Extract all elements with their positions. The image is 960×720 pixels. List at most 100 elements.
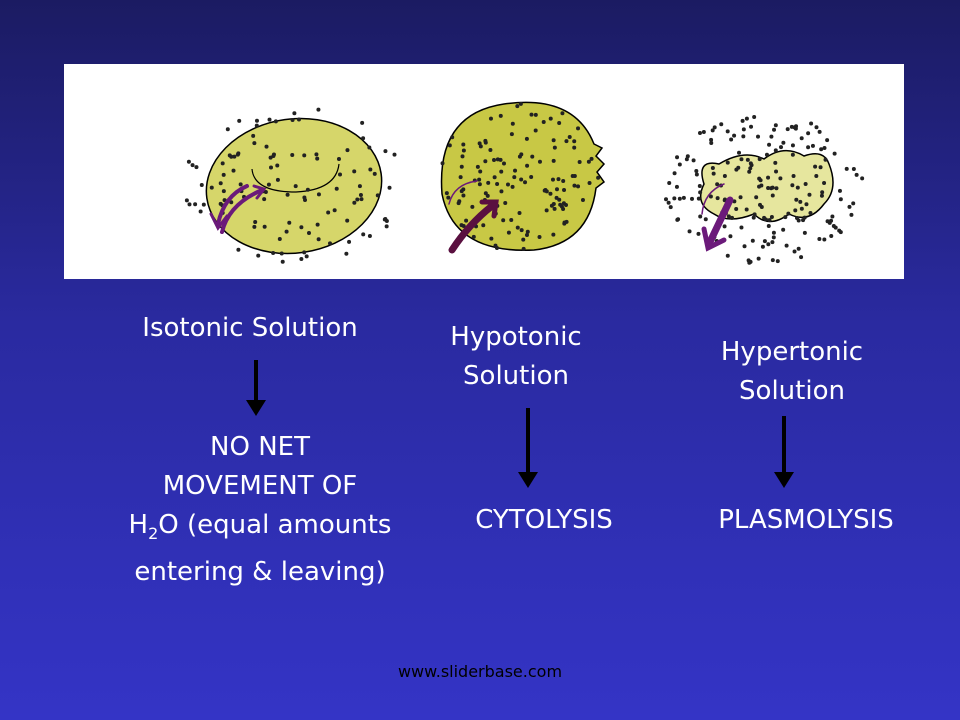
solute-dot [832,151,837,156]
solute-dot [757,157,762,162]
solute-dot [359,197,364,202]
solute-dot [798,199,803,204]
heading-line: Solution [463,361,569,391]
solute-dot [458,175,463,180]
solute-dot [701,130,706,135]
solute-dot [296,117,301,122]
solute-dot [773,123,778,128]
solute-dot [672,171,677,176]
solute-dot [744,207,749,212]
solute-dot [521,237,526,242]
solute-dot [280,259,285,264]
solute-dot [267,117,272,122]
solute-dot [290,152,295,157]
h2o-rest: O (equal amounts [158,510,392,540]
solute-dot [275,163,280,168]
solute-dot [483,159,488,164]
solute-dot [299,225,304,230]
down-arrow-icon [774,416,794,488]
solute-dot [345,218,350,223]
solute-dot [266,182,271,187]
solute-dot [501,161,506,166]
solute-dot [813,164,818,169]
solute-dot [767,142,772,147]
solute-dot [741,134,746,139]
solute-dot [387,185,392,190]
solute-dot [198,209,203,214]
solute-dot [231,168,236,173]
solute-dot [698,214,703,219]
result-line: H2O (equal amounts [100,506,420,553]
hypertonic-result: PLASMOLYSIS [718,505,894,535]
solute-dot [833,225,838,230]
solute-dot [814,174,819,179]
solute-dot [793,208,798,213]
hypotonic-result: CYTOLYSIS [475,505,613,535]
solute-dot [367,234,372,239]
solute-dot [687,229,692,234]
solute-dot [510,184,515,189]
result-line: NO NET [210,432,310,462]
solute-dot [316,107,321,112]
solute-dot [225,127,230,132]
solute-dot [564,202,569,207]
solute-dot [461,148,466,153]
solute-dot [851,201,856,206]
solute-dot [237,118,242,123]
solute-dot [461,142,466,147]
solute-dot [747,169,752,174]
solute-dot [730,215,735,220]
solute-dot [802,215,807,220]
solute-dot [517,211,522,216]
solute-dot [818,165,823,170]
solute-dot [666,200,671,205]
solute-dot [672,196,677,201]
solute-dot [486,180,491,185]
solute-dot [505,182,510,187]
solute-dot [284,229,289,234]
solute-dot [515,225,520,230]
solute-dot [749,124,754,129]
solute-dot [512,175,517,180]
solute-dot [509,132,514,137]
solute-dot [477,182,482,187]
solute-dot [551,201,556,206]
solute-dot [694,172,699,177]
solute-dot [715,196,720,201]
solute-dot [524,232,529,237]
solute-dot [771,230,776,235]
solute-dot [327,241,332,246]
solute-dot [519,228,524,233]
solute-dot [684,157,689,162]
solute-dot [694,169,699,174]
solute-dot [530,154,535,159]
solute-dot [572,145,577,150]
solute-dot [524,136,529,141]
solute-dot [316,237,321,242]
solute-dot [829,234,834,239]
solute-dot [773,160,778,165]
solute-dot [790,183,795,188]
solute-dot [533,128,538,133]
solute-dot [822,145,827,150]
solute-dot [809,121,814,126]
solute-dot [256,253,261,258]
solute-dot [586,159,591,164]
solute-dot [552,206,557,211]
solute-dot [554,187,559,192]
solute-dot [745,157,750,162]
solute-dot [232,154,237,159]
solute-dot [337,172,342,177]
solute-dot [766,186,771,191]
solute-dot [804,202,809,207]
solute-dot [739,157,744,162]
result-line: entering & leaving) [134,557,386,588]
solute-dot [446,195,451,200]
solute-dot [830,214,835,219]
solute-dot [772,127,777,132]
solute-dot [488,116,493,121]
solute-dot [576,126,581,131]
solute-dot [681,195,686,200]
footer-url[interactable]: www.sliderbase.com [397,662,563,681]
solute-dot [492,175,497,180]
